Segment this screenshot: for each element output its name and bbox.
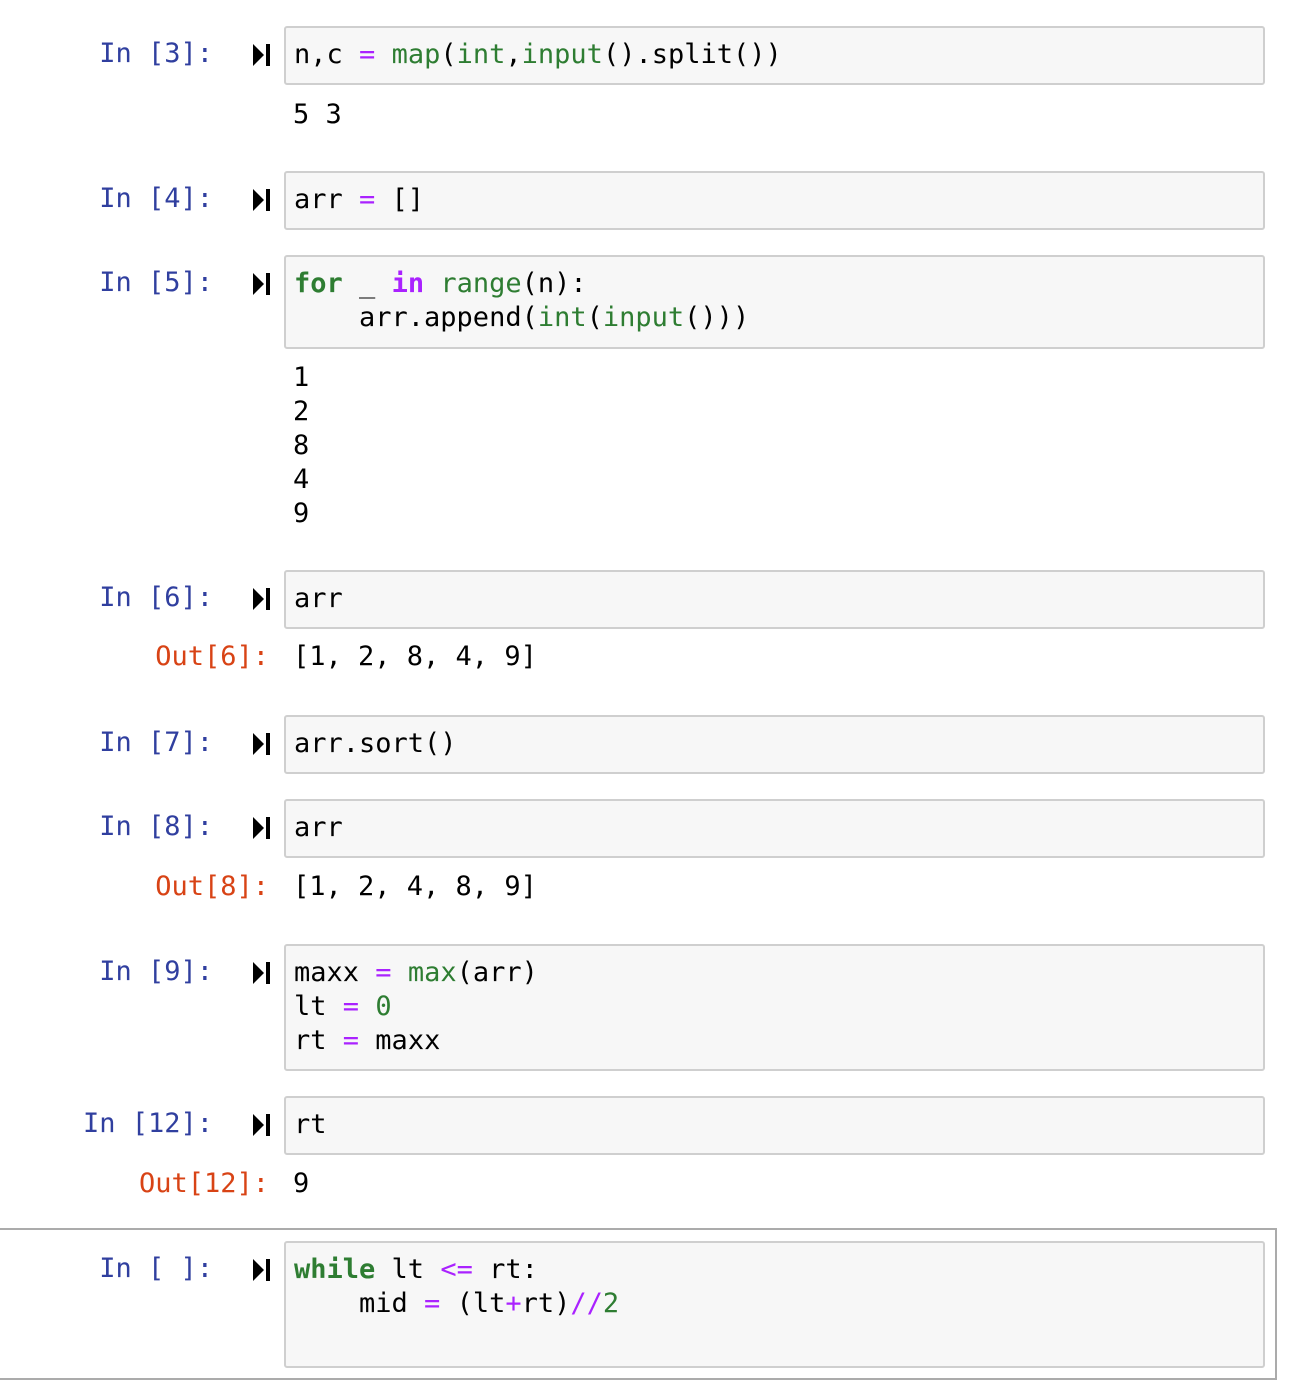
cell-stdout: 5 3: [293, 98, 342, 132]
in-prompt: In [4]:: [99, 183, 213, 214]
in-prompt: In [7]:: [99, 727, 213, 758]
code-text: rt: [294, 1109, 327, 1140]
in-prompt: In [12]:: [82, 1108, 213, 1139]
out-prompt: Out[8]:: [155, 871, 269, 902]
cell-result: [1, 2, 4, 8, 9]: [293, 871, 537, 902]
code-input[interactable]: rt: [284, 1096, 1265, 1155]
code-input[interactable]: for _ in range(n): arr.append(int(input(…: [284, 255, 1265, 349]
stdout-line: 5 3: [293, 99, 342, 130]
code-input[interactable]: arr = []: [284, 171, 1265, 230]
stdout-line: 9: [293, 498, 310, 529]
in-prompt: In [9]:: [99, 956, 213, 987]
in-prompt: In [3]:: [99, 38, 213, 69]
run-cell-icon[interactable]: [252, 961, 272, 985]
in-prompt: In [5]:: [99, 267, 213, 298]
cell-result: 9: [293, 1168, 310, 1199]
code-input[interactable]: arr: [284, 570, 1265, 629]
code-text: for _ in range(n): arr.append(int(input(…: [294, 268, 750, 333]
code-input[interactable]: n,c = map(int,input().split()): [284, 26, 1265, 85]
stdout-line: 8: [293, 430, 310, 461]
code-input[interactable]: arr: [284, 799, 1265, 858]
code-text: arr: [294, 812, 343, 843]
in-prompt: In [ ]:: [99, 1253, 213, 1284]
out-prompt: Out[6]:: [155, 641, 269, 672]
run-cell-icon[interactable]: [252, 587, 272, 611]
run-cell-icon[interactable]: [252, 1113, 272, 1137]
selected-cell-frame: [0, 1228, 1277, 1380]
run-cell-icon[interactable]: [252, 816, 272, 840]
in-prompt: In [8]:: [99, 811, 213, 842]
cell-result: [1, 2, 8, 4, 9]: [293, 641, 537, 672]
code-text: arr: [294, 583, 343, 614]
in-prompt: In [6]:: [99, 582, 213, 613]
run-cell-icon[interactable]: [252, 43, 272, 67]
code-text: n,c = map(int,input().split()): [294, 39, 782, 70]
run-cell-icon[interactable]: [252, 732, 272, 756]
code-input[interactable]: arr.sort(): [284, 715, 1265, 774]
code-input[interactable]: while lt <= rt: mid = (lt+rt)//2: [284, 1241, 1265, 1368]
out-prompt: Out[12]:: [138, 1168, 269, 1199]
run-cell-icon[interactable]: [252, 188, 272, 212]
stdout-line: 4: [293, 464, 310, 495]
stdout-line: 2: [293, 396, 310, 427]
code-text: while lt <= rt: mid = (lt+rt)//2: [294, 1254, 620, 1319]
run-cell-icon[interactable]: [252, 272, 272, 296]
run-cell-icon[interactable]: [252, 1258, 272, 1282]
code-text: arr = []: [294, 184, 425, 215]
code-text: arr.sort(): [294, 728, 457, 759]
stdout-line: 1: [293, 362, 310, 393]
